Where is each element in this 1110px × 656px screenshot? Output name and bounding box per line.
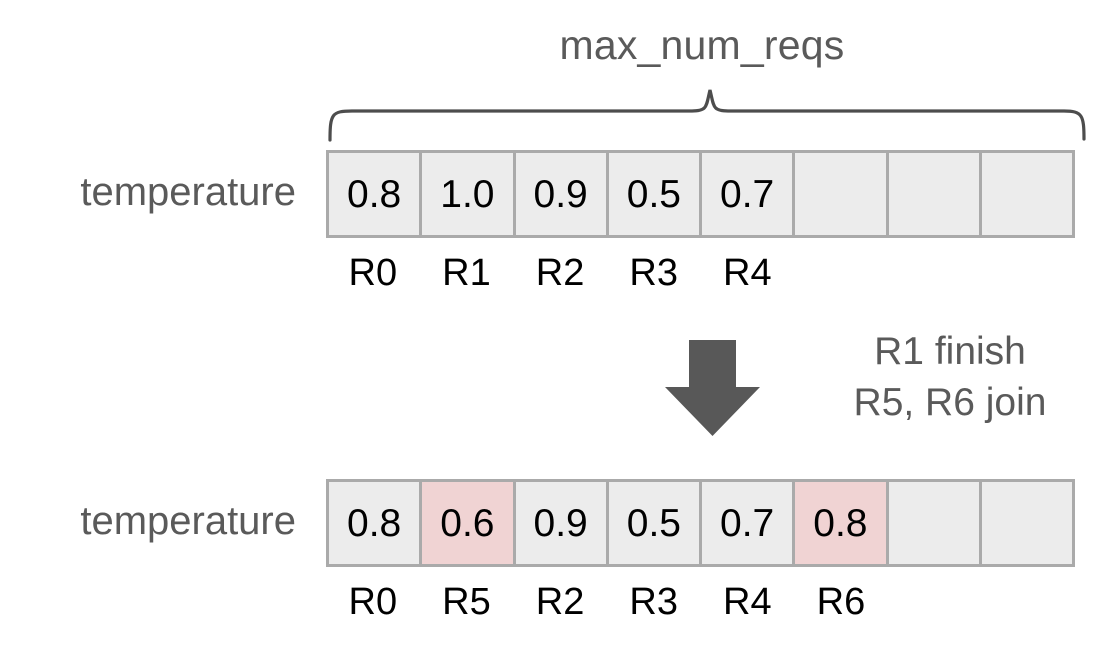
- buffer-slot[interactable]: 0.9: [515, 482, 609, 564]
- request-id: R0: [348, 581, 398, 623]
- buffer-slot-empty[interactable]: [888, 482, 982, 564]
- buffer-slot[interactable]: 0.7: [702, 482, 796, 564]
- request-id: R0: [348, 252, 398, 294]
- request-id: R4: [723, 252, 772, 294]
- request-id: R5: [442, 581, 491, 623]
- request-id-row-before: R0 R1 R2 R3 R4: [326, 252, 1075, 294]
- request-id: R3: [629, 581, 678, 623]
- buffer-slot-empty[interactable]: [981, 153, 1072, 235]
- request-id: R2: [535, 581, 585, 623]
- row-label-before: temperature: [80, 170, 296, 214]
- buffer-slot[interactable]: 0.8: [329, 153, 423, 235]
- request-id: R4: [723, 581, 772, 623]
- request-id: R3: [629, 252, 678, 294]
- buffer-slot-empty[interactable]: [981, 482, 1072, 564]
- buffer-row-before: 0.8 1.0 0.9 0.5 0.7: [326, 150, 1075, 238]
- buffer-slot[interactable]: 0.7: [702, 153, 796, 235]
- transition-note-line-2: R5, R6 join: [853, 381, 1047, 425]
- buffer-slot-empty[interactable]: [888, 153, 982, 235]
- request-id-empty: [794, 254, 888, 294]
- buffer-slot-highlighted[interactable]: 0.8: [795, 482, 889, 564]
- curly-brace-icon: [328, 89, 1086, 142]
- request-id-empty: [981, 254, 1075, 294]
- buffer-slot-highlighted[interactable]: 0.6: [422, 482, 516, 564]
- arrow-down-icon: [665, 340, 760, 436]
- buffer-slot[interactable]: 0.8: [329, 482, 423, 564]
- request-id: R2: [535, 252, 585, 294]
- capacity-label: max_num_reqs: [559, 22, 845, 68]
- buffer-slot[interactable]: 0.5: [608, 153, 702, 235]
- request-id-row-after: R0 R5 R2 R3 R4 R6: [326, 581, 1075, 623]
- buffer-slot[interactable]: 0.9: [515, 153, 609, 235]
- buffer-row-after: 0.8 0.6 0.9 0.5 0.7 0.8: [326, 479, 1075, 567]
- request-id-empty: [888, 254, 982, 294]
- request-id: R1: [442, 252, 491, 294]
- request-id-empty: [981, 583, 1075, 623]
- row-label-after: temperature: [80, 499, 296, 543]
- buffer-slot[interactable]: 1.0: [422, 153, 516, 235]
- buffer-slot[interactable]: 0.5: [608, 482, 702, 564]
- transition-note-line-1: R1 finish: [874, 330, 1026, 373]
- transition-note: R1 finish R5, R6 join: [800, 326, 1100, 429]
- request-id: R6: [816, 581, 866, 623]
- request-id-empty: [888, 583, 982, 623]
- buffer-slot-empty[interactable]: [795, 153, 889, 235]
